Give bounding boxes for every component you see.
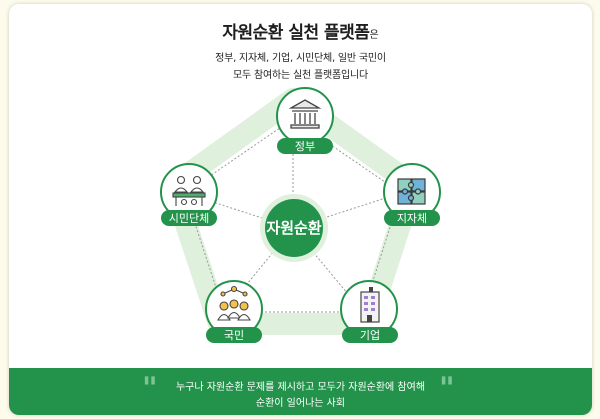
banner-line-2: 순환이 일어나는 사회	[255, 398, 346, 409]
node-citizens[interactable]: 국민	[205, 280, 263, 343]
puzzle-icon	[397, 178, 426, 205]
node-label-business: 기업	[360, 329, 380, 342]
center-label: 자원순환	[266, 219, 321, 237]
node-government[interactable]: 정부	[276, 87, 334, 154]
node-label-local-government: 지자체	[397, 212, 427, 225]
meeting-group-icon	[172, 175, 206, 206]
platform-diagram: 자원순환 정부	[160, 87, 441, 343]
office-building-icon	[360, 287, 380, 323]
node-civic-groups[interactable]: 시민단체	[160, 163, 218, 226]
platform-card: 자원순환 실천 플랫폼은 정부, 지자체, 기업, 시민단체, 일반 국민이 모…	[9, 4, 592, 415]
banner-line-1: 누구나 자원순환 문제를 제시하고 모두가 자원순환에 참여해	[175, 382, 426, 393]
title-main: 자원순환 실천 플랫폼	[222, 23, 370, 43]
node-business[interactable]: 기업	[340, 280, 398, 343]
center-hub: 자원순환	[260, 194, 328, 262]
node-local-government[interactable]: 지자체	[383, 163, 441, 226]
subtitle-line-1: 정부, 지자체, 기업, 시민단체, 일반 국민이	[215, 53, 386, 64]
people-network-icon	[217, 285, 251, 321]
title-suffix: 은	[369, 30, 379, 41]
quote-close-icon: "	[439, 371, 455, 406]
node-label-civic-groups: 시민단체	[169, 212, 209, 225]
node-label-citizens: 국민	[224, 329, 244, 342]
government-building-icon	[288, 99, 322, 129]
quote-open-icon: "	[142, 371, 158, 406]
page-title: 자원순환 실천 플랫폼은	[9, 18, 592, 43]
slogan-banner: " " 누구나 자원순환 문제를 제시하고 모두가 자원순환에 참여해 순환이 …	[9, 368, 592, 415]
subtitle-line-2: 모두 참여하는 실천 플랫폼입니다	[233, 70, 368, 81]
node-label-government: 정부	[295, 140, 315, 153]
